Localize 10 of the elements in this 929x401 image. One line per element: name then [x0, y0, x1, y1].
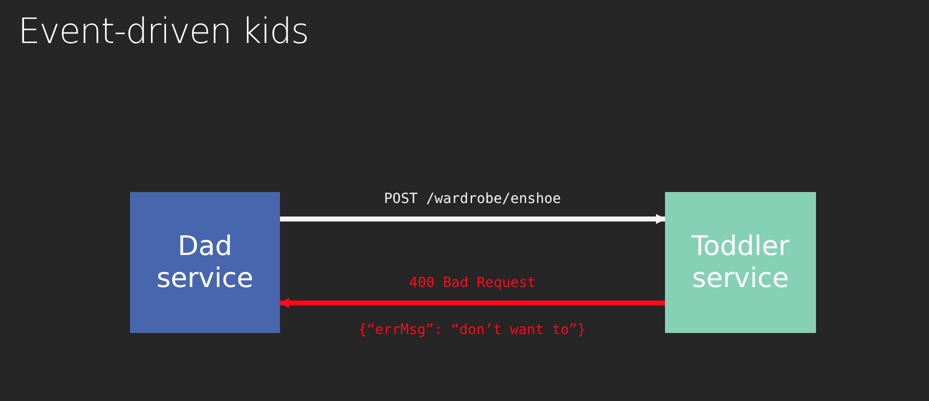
- response-body-text: {“errMsg”: “don’t want to”}: [358, 321, 586, 340]
- arrow: [280, 214, 666, 224]
- slide-title: Event-driven kids: [18, 11, 308, 54]
- service-name: Dad service: [156, 230, 254, 294]
- edge-label: 400 Bad Request: [409, 274, 536, 293]
- service-box: [130, 192, 280, 333]
- arrow: [279, 298, 665, 308]
- service-box: [665, 192, 816, 333]
- edge-label: POST /wardrobe/enshoe: [384, 190, 561, 209]
- service-name: Toddler service: [690, 230, 790, 294]
